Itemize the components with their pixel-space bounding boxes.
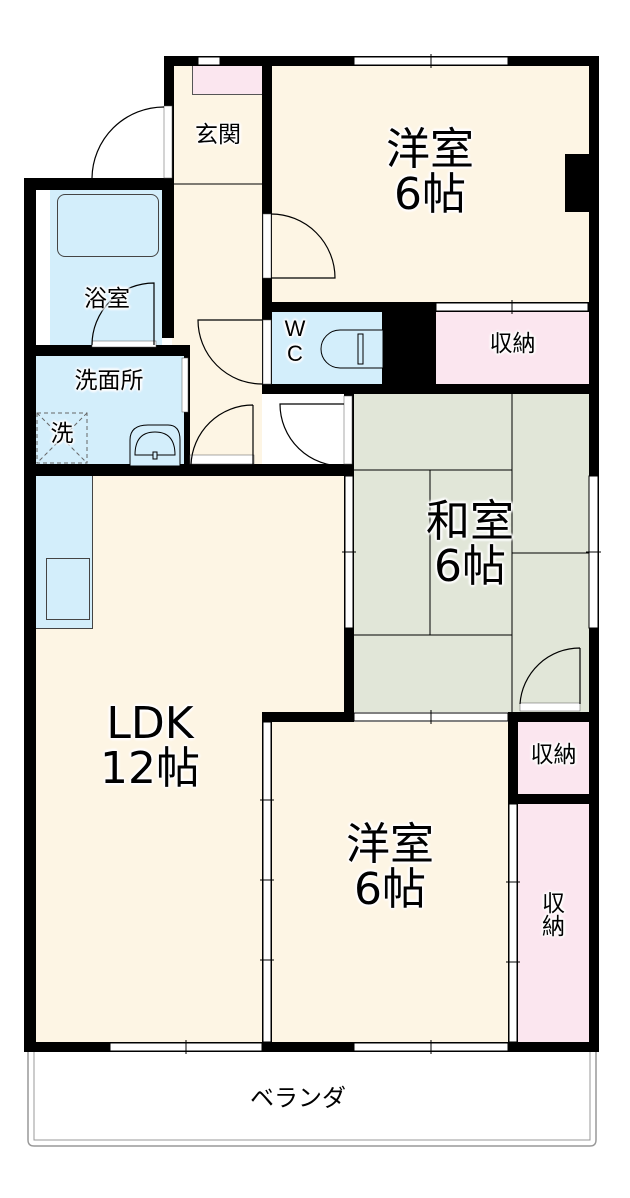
western-room-north-label: 洋室 6帖 xyxy=(386,124,474,220)
japanese-room-label: 和室 6帖 xyxy=(426,496,514,592)
western-room-north xyxy=(271,66,589,302)
storage-south-label: 収 納 xyxy=(542,891,565,941)
storage-north-label: 収納 xyxy=(489,331,536,357)
toilet-label: W C xyxy=(284,316,306,367)
storage-south xyxy=(518,804,589,1042)
ldk-label: LDK 12帖 xyxy=(100,698,200,794)
bathtub xyxy=(57,194,159,257)
storage-north xyxy=(436,312,589,384)
bathroom-label: 浴室 xyxy=(84,286,130,312)
shoebox-storage xyxy=(192,66,263,95)
entrance-label: 玄関 xyxy=(195,122,241,148)
washer-space-label: 洗 xyxy=(50,421,74,447)
western-room-south-label: 洋室 6帖 xyxy=(346,819,434,915)
kitchen-sink xyxy=(46,558,90,620)
ldk-upper-extension xyxy=(262,476,346,716)
veranda-label: ベランダ xyxy=(250,1084,346,1112)
washroom-label: 洗面所 xyxy=(74,368,144,394)
storage-mid xyxy=(518,722,589,794)
storage-mid-label: 収納 xyxy=(530,742,577,768)
western-room-south xyxy=(272,722,508,1042)
